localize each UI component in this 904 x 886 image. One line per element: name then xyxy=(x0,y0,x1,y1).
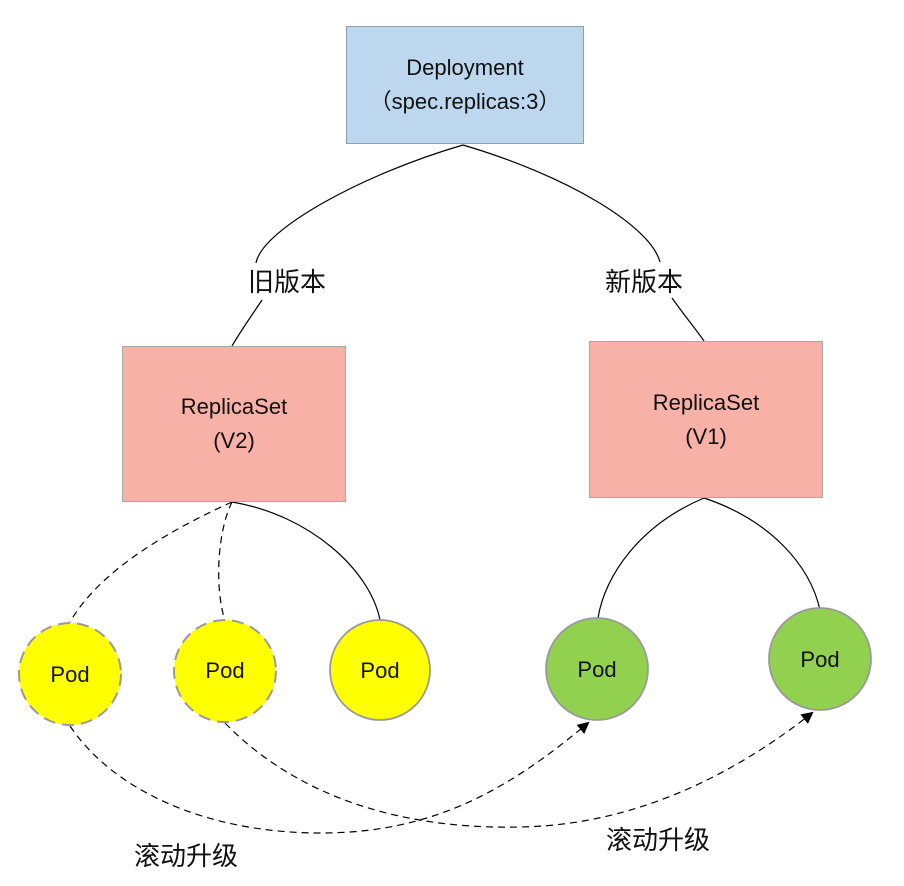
rolling-upgrade-label-1: 滚动升级 xyxy=(134,842,239,872)
edge-old-label-to-old-rs xyxy=(231,299,263,347)
replicaset-new-box: ReplicaSet (V1) xyxy=(589,341,823,498)
edge-new-label-to-new-rs xyxy=(671,297,705,342)
pod-1-label: Pod xyxy=(50,662,89,687)
edge-new-rs-to-pod-5 xyxy=(703,497,821,611)
edge-deployment-to-old-rs xyxy=(255,144,464,264)
edge-old-rs-to-pod-2 xyxy=(218,501,233,622)
replicaset-new-title: ReplicaSet xyxy=(652,389,760,415)
pod-4-label: Pod xyxy=(577,657,616,682)
rolling-upgrade-label-2: 滚动升级 xyxy=(606,826,711,856)
old-version-label: 旧版本 xyxy=(248,268,327,298)
pod-2: Pod xyxy=(173,619,277,723)
edge-old-rs-to-pod-1 xyxy=(69,501,233,623)
pod-5: Pod xyxy=(768,607,872,711)
pod-3: Pod xyxy=(329,619,431,721)
replicaset-new-version: (V1) xyxy=(685,423,727,449)
rolling-upgrade-arrow-2 xyxy=(224,711,814,828)
pod-3-label: Pod xyxy=(360,658,399,683)
edge-new-rs-to-pod-4 xyxy=(597,497,705,619)
deployment-box: Deployment （spec.replicas:3） xyxy=(346,26,584,144)
pod-4: Pod xyxy=(545,617,649,721)
rolling-upgrade-arrow-1 xyxy=(69,721,590,834)
replicaset-old-title: ReplicaSet xyxy=(180,394,288,419)
new-version-label: 新版本 xyxy=(605,268,684,298)
edge-old-rs-to-pod-3 xyxy=(231,501,381,621)
pod-2-label: Pod xyxy=(205,658,244,683)
replicaset-old-version: (V2) xyxy=(213,428,255,453)
pod-5-label: Pod xyxy=(800,647,839,672)
edge-deployment-to-new-rs xyxy=(462,144,661,263)
deployment-spec: （spec.replicas:3） xyxy=(369,89,561,114)
pod-1: Pod xyxy=(18,622,122,726)
replicaset-old-box: ReplicaSet (V2) xyxy=(122,346,346,502)
deployment-title: Deployment xyxy=(406,55,524,80)
